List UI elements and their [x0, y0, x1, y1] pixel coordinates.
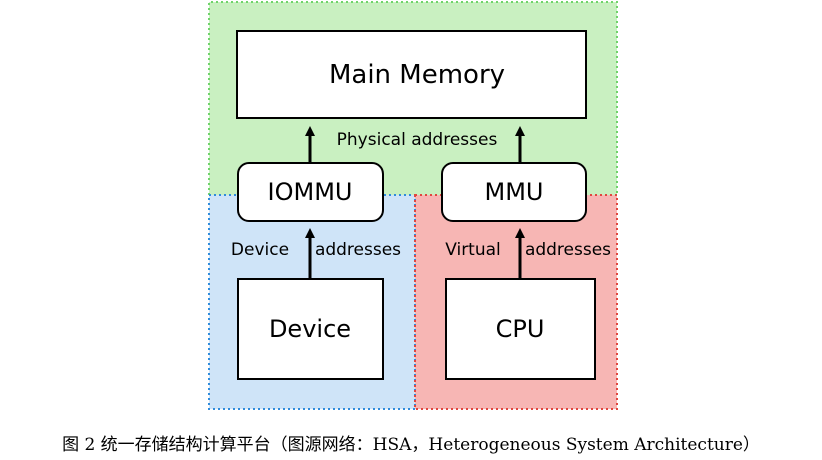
physical-addresses-label: Physical addresses — [337, 130, 498, 150]
device-addresses-left-label: Device — [231, 240, 289, 260]
virtual-addresses-left-label: Virtual — [445, 240, 501, 260]
iommu-label: IOMMU — [268, 178, 353, 206]
virtual-addresses-right-label: addresses — [525, 240, 611, 260]
green-region-border — [208, 1, 618, 195]
mmu-box — [441, 162, 587, 222]
device-addresses-right-label: addresses — [315, 240, 401, 260]
main-memory-box — [236, 30, 587, 119]
device-box — [237, 278, 384, 380]
device-label: Device — [269, 315, 351, 343]
figure-caption: 图 2 统一存储结构计算平台（图源网络：HSA，Heterogeneous Sy… — [62, 435, 760, 455]
main-memory-label: Main Memory — [329, 60, 505, 90]
mmu-label: MMU — [485, 178, 544, 206]
cpu-label: CPU — [496, 315, 545, 343]
cpu-box — [445, 278, 596, 380]
hsa-diagram: Main Memory IOMMU MMU Device CPU Physica… — [208, 1, 618, 410]
